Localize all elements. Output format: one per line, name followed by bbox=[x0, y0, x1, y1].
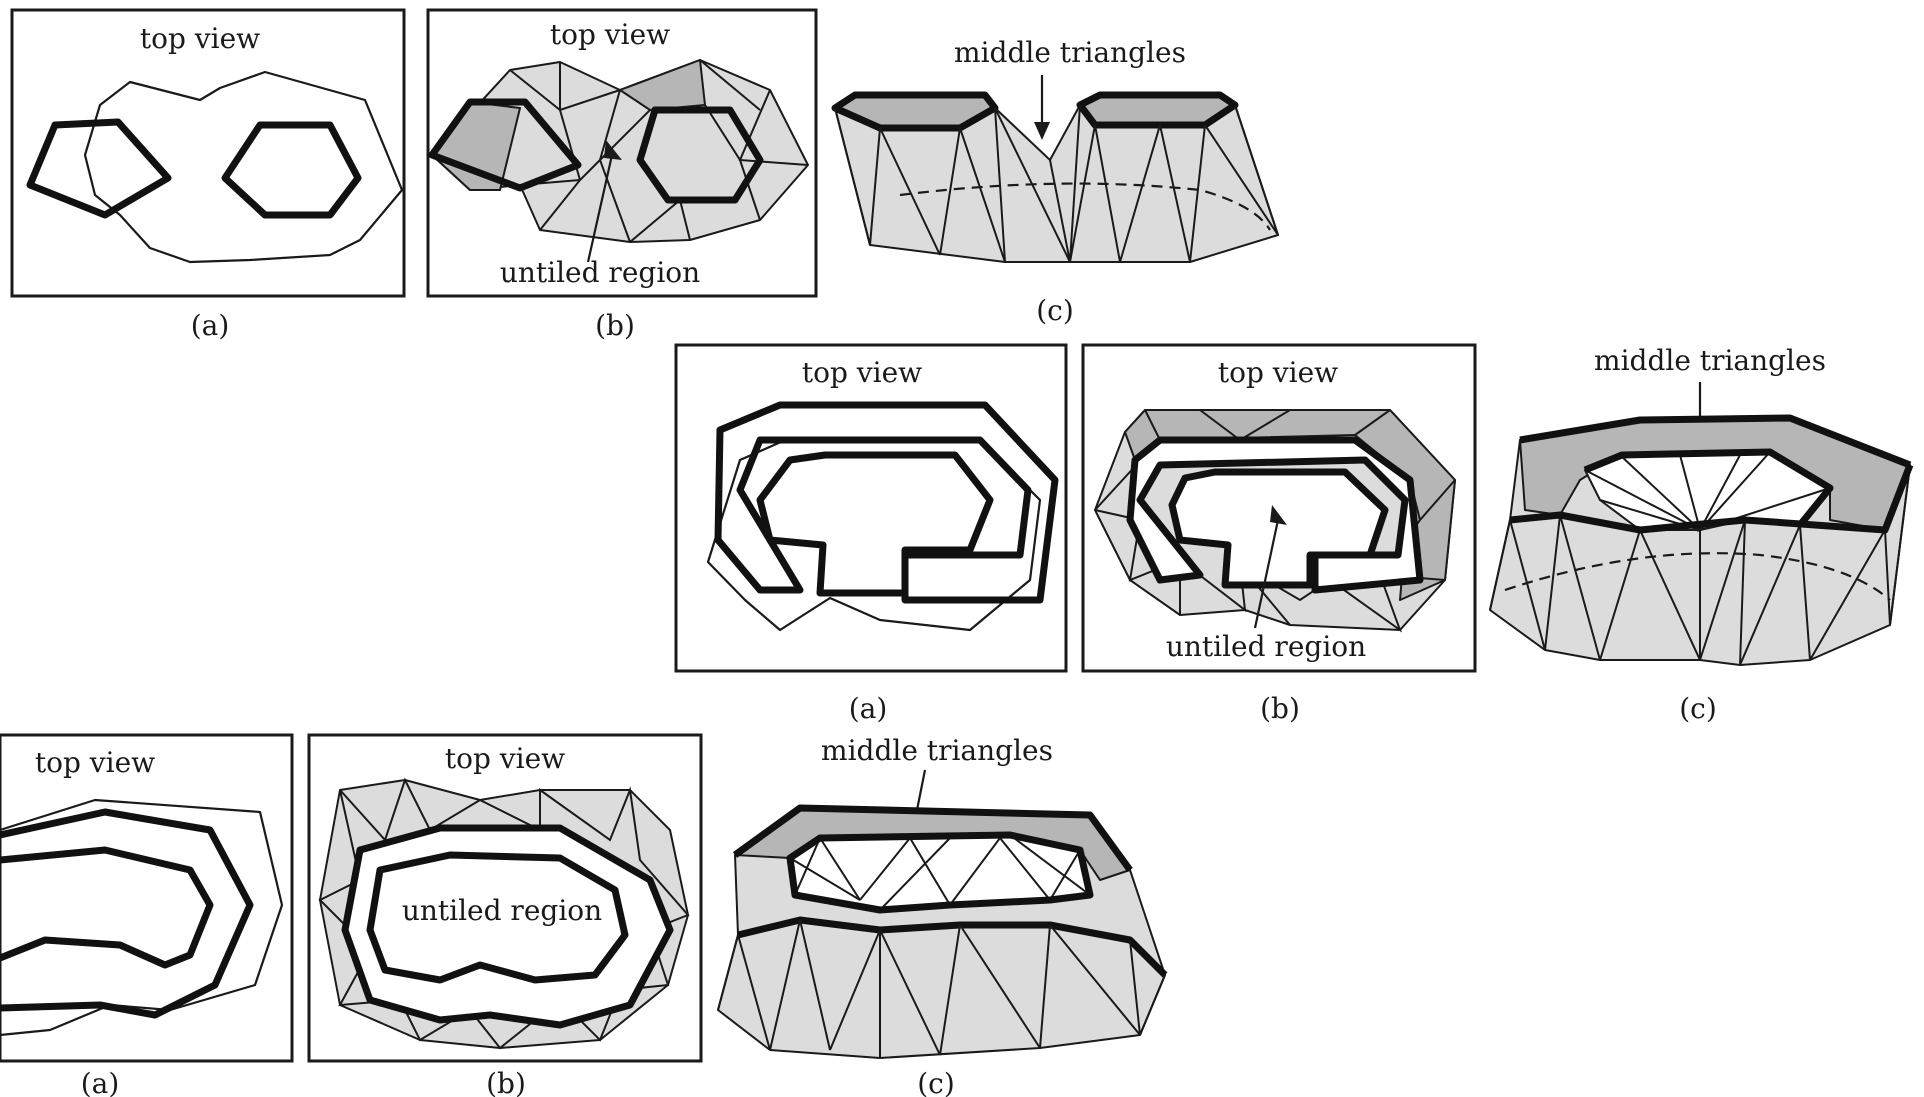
row2-caption-c: (c) bbox=[1679, 692, 1717, 725]
row3-b-top-view-label: top view bbox=[445, 742, 565, 775]
row3-panel-b: top view untiled region bbox=[309, 735, 701, 1061]
row1-caption-b: (b) bbox=[595, 309, 635, 342]
row2-panel-b: top view untiled region bbox=[1083, 345, 1475, 671]
row2-panel-a: top view bbox=[676, 345, 1066, 671]
row1-panel-c: middle triangles bbox=[835, 36, 1278, 262]
row3-caption-a: (a) bbox=[81, 1067, 120, 1097]
row3-panel-a: top view bbox=[0, 735, 292, 1061]
row1-a-top-view-label: top view bbox=[140, 22, 260, 55]
row2-caption-a: (a) bbox=[849, 692, 888, 725]
row1-panel-a: top view bbox=[12, 10, 404, 296]
row1-b-top-view-label: top view bbox=[550, 18, 670, 51]
row1-caption-a: (a) bbox=[191, 309, 230, 342]
row1-caption-c: (c) bbox=[1036, 294, 1074, 327]
row2-panel-c: middle triangles bbox=[1490, 344, 1910, 665]
row3-panel-c: middle triangles bbox=[718, 734, 1165, 1058]
row2-caption-b: (b) bbox=[1260, 692, 1300, 725]
row3-c-middle-triangles-label: middle triangles bbox=[821, 734, 1053, 767]
row2-b-untiled-region-label: untiled region bbox=[1166, 630, 1366, 663]
row2-c-middle-triangles-label: middle triangles bbox=[1594, 344, 1826, 377]
row1-c-middle-triangles-label: middle triangles bbox=[954, 36, 1186, 69]
row2-b-top-view-label: top view bbox=[1218, 356, 1338, 389]
row3-a-top-view-label: top view bbox=[35, 746, 155, 779]
row1-b-untiled-region-label: untiled region bbox=[500, 256, 700, 289]
row1-panel-b: top view untiled region bbox=[428, 10, 816, 296]
row3-b-untiled-region-label: untiled region bbox=[402, 894, 602, 927]
row3-caption-b: (b) bbox=[486, 1067, 526, 1097]
row2-a-top-view-label: top view bbox=[802, 356, 922, 389]
row3-caption-c: (c) bbox=[917, 1067, 955, 1097]
